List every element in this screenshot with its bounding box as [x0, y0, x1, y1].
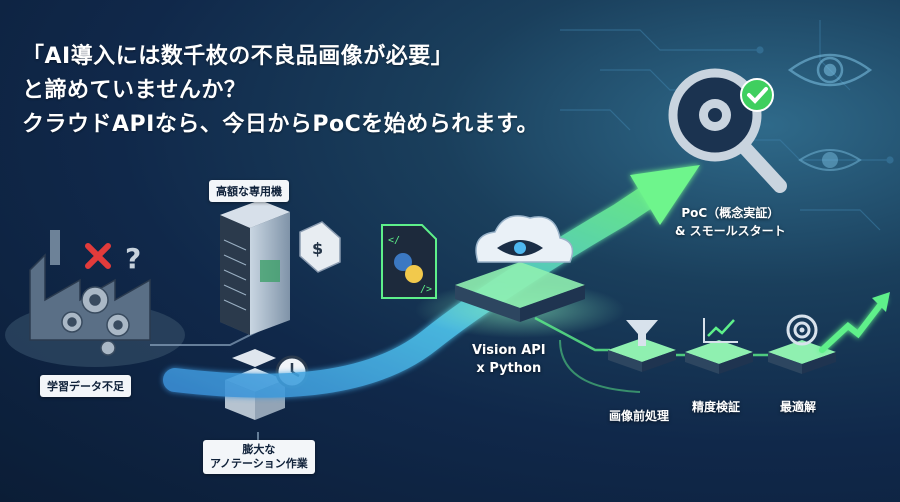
headline-line-2: と諦めていませんか？: [22, 78, 247, 103]
headline-line-3: クラウドAPIなら、今日からPoCを始められます。: [22, 112, 540, 137]
python-file-icon: </ />: [381, 224, 437, 299]
poc-line-1: PoC（概念実証）: [681, 206, 780, 220]
vision-api-line-1: Vision API: [472, 343, 546, 358]
flow-arrow-head: [630, 165, 700, 225]
price-tag-icon: $: [299, 221, 341, 273]
cloud-eye-icon: [415, 215, 625, 338]
process-connector: [534, 316, 610, 352]
headline: 「AI導入には数千枚の不良品画像が必要」 と諦めていませんか？ クラウドAPIな…: [22, 40, 539, 142]
label-annotation-work: 膨大な アノテーション作業: [203, 440, 315, 474]
eye-icon: [798, 149, 862, 171]
funnel-icon: [608, 320, 676, 372]
label-expensive-machine: 高額な専用機: [209, 180, 289, 202]
magnifier-gear-icon: [668, 68, 787, 193]
svg-text:</: </: [388, 235, 400, 246]
label-step-optimize: 最適解: [780, 400, 817, 414]
vision-api-line-2: x Python: [476, 361, 542, 376]
growth-arrow-icon: [819, 292, 890, 353]
poc-line-2: & スモールスタート: [675, 224, 786, 238]
svg-text:$: $: [312, 239, 323, 258]
label-step-accuracy: 精度検証: [692, 400, 741, 414]
headline-line-1: 「AI導入には数千枚の不良品画像が必要」: [22, 44, 454, 69]
eye-icon: [787, 53, 873, 87]
annotation-line-1: 膨大な: [242, 443, 276, 456]
label-step-preprocess: 画像前処理: [609, 409, 670, 423]
target-icon: [768, 314, 836, 374]
label-vision-api: Vision API x Python: [472, 342, 546, 378]
check-icon: [740, 78, 774, 112]
server-icon: [220, 200, 290, 335]
label-poc: PoC（概念実証） & スモールスタート: [675, 204, 786, 240]
cross-icon: [85, 243, 111, 269]
annotation-line-2: アノテーション作業: [210, 457, 308, 470]
chart-icon: [685, 318, 753, 374]
gear-icons: [61, 286, 130, 356]
question-icon: ?: [125, 242, 141, 275]
process-connector: [559, 339, 641, 393]
label-lack-of-data: 学習データ不足: [40, 375, 131, 397]
svg-text:/>: />: [420, 284, 432, 295]
